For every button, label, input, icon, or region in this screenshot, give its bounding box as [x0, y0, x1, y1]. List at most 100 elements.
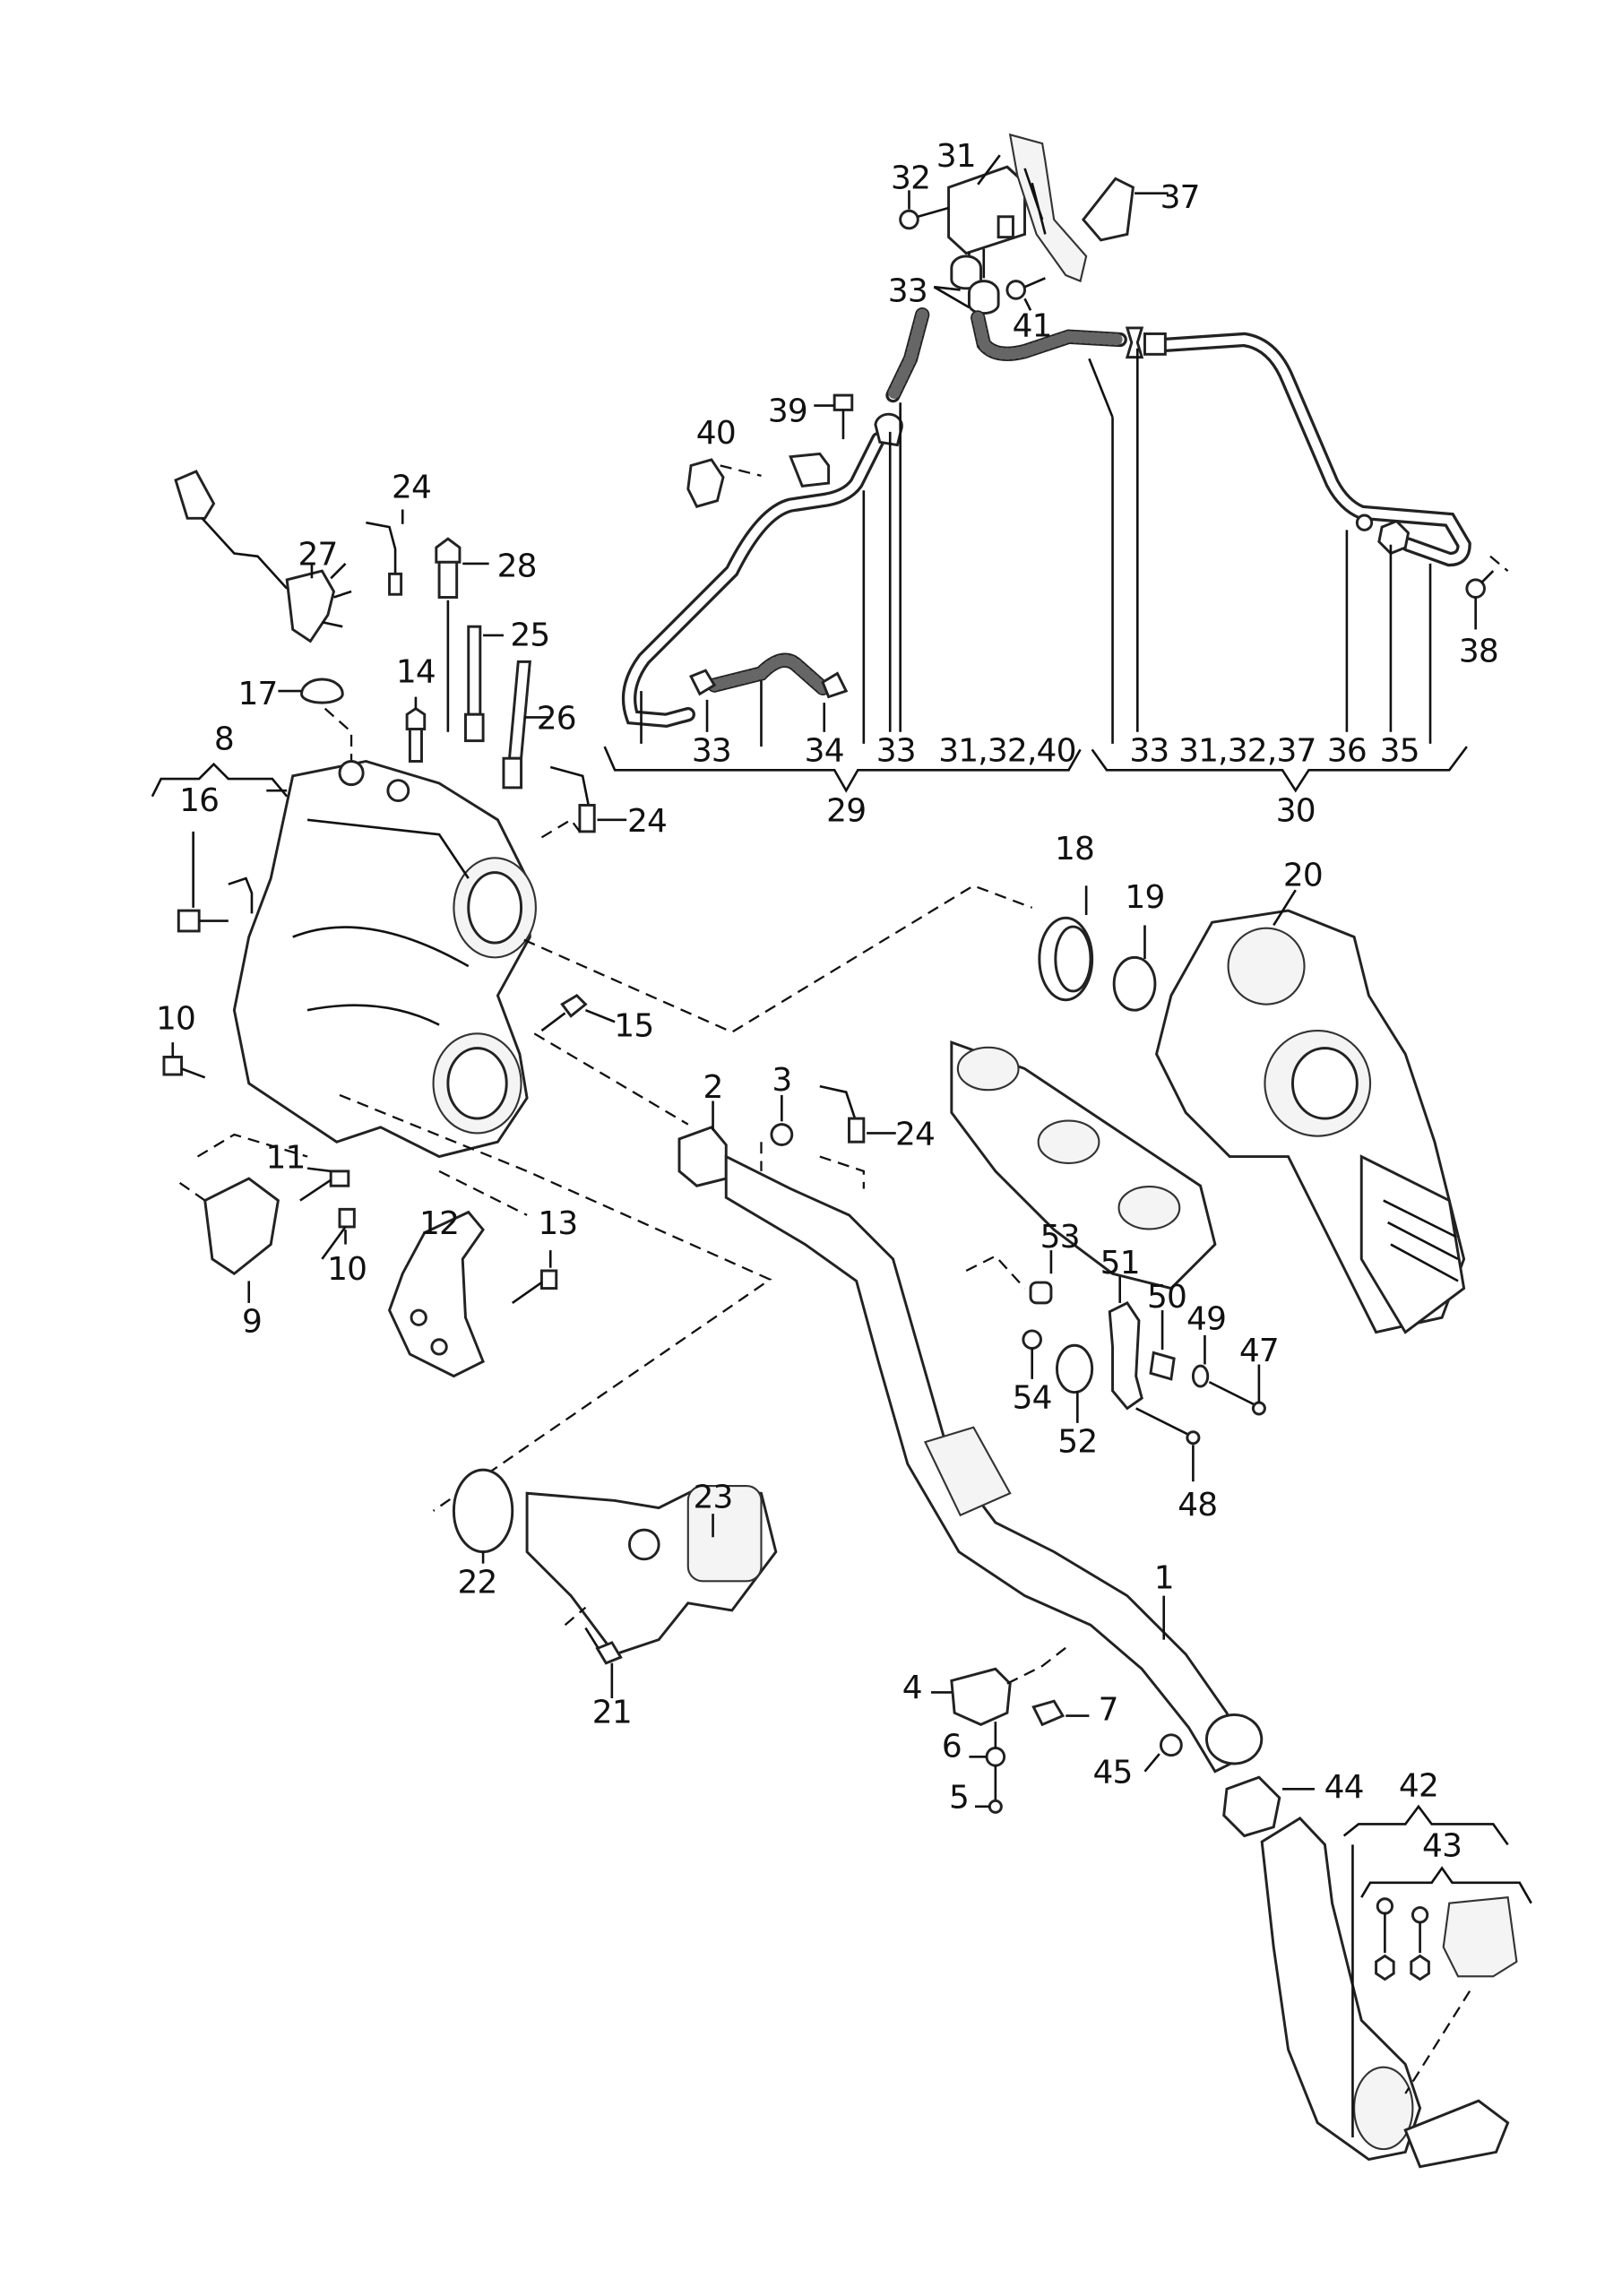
part-label-15: 15 [614, 1008, 653, 1045]
part-label-49: 49 [1186, 1300, 1226, 1337]
part-label-31: 31 [936, 138, 976, 175]
gasket-22 [452, 1468, 514, 1564]
part-label-52: 52 [1057, 1424, 1097, 1461]
dpf-housing-8 [232, 759, 537, 1159]
bolt-16 [177, 876, 254, 933]
part-label-21: 21 [592, 1695, 632, 1731]
nut-54 [1022, 1329, 1042, 1379]
leaders-29 [640, 402, 902, 747]
gasket-2 [677, 1101, 728, 1187]
bolt-5 [974, 1765, 1003, 1814]
gasket-18 [1038, 885, 1094, 1002]
part-label-25: 25 [510, 617, 549, 653]
part-label-36: 36 [1327, 732, 1367, 769]
ring-19 [1112, 925, 1157, 1012]
washer-6 [969, 1722, 1006, 1767]
washer-49 [1191, 1334, 1210, 1388]
bolt-15 [540, 993, 616, 1032]
leaders-30 [1088, 348, 1432, 744]
bushing-53 [1029, 1250, 1053, 1305]
part-label-33: 33 [888, 273, 927, 310]
heat-shield-9 [175, 1133, 308, 1303]
egr-cooler-23 [525, 1484, 778, 1656]
part-label-19: 19 [1125, 879, 1164, 916]
bolt-48 [1135, 1407, 1201, 1482]
nut-3 [760, 1094, 794, 1171]
bracket-40 [686, 452, 831, 508]
clip-7 [1031, 1699, 1090, 1727]
clamp-33-right [1125, 326, 1144, 359]
part-label-28: 28 [497, 548, 537, 585]
part-label-11: 11 [266, 1140, 306, 1177]
part-label-27: 27 [298, 537, 337, 574]
part-label-9: 9 [242, 1304, 262, 1341]
bracket-12 [387, 1210, 485, 1378]
clamp-33-hose [689, 669, 717, 696]
sensor-24-low [819, 1084, 896, 1189]
bolt-41 [1005, 277, 1046, 311]
dash-dpf-to-23 [339, 1093, 772, 1512]
group-bracket-30 [1091, 746, 1468, 793]
bracket-51 [1108, 1276, 1143, 1411]
part-label-2: 2 [703, 1069, 723, 1106]
part-label-33: 33 [1129, 732, 1169, 769]
part-label-8: 8 [214, 721, 234, 757]
sensor-25 [464, 625, 504, 743]
part-label-3: 3 [772, 1062, 791, 1099]
group-bracket-42 [1342, 1804, 1509, 1846]
part-label-24: 24 [392, 469, 431, 505]
clamp-17 [278, 678, 353, 762]
bolt-13 [438, 1170, 558, 1304]
part-label-51: 51 [1100, 1245, 1140, 1282]
part-label-20: 20 [1283, 857, 1323, 893]
part-label-50: 50 [1147, 1279, 1186, 1316]
part-label-42: 42 [1399, 1767, 1438, 1804]
part-label-10: 10 [327, 1251, 367, 1288]
part-label-45: 45 [1092, 1755, 1132, 1791]
turbocharger-20 [1154, 889, 1466, 1334]
part-label-33: 33 [692, 732, 731, 769]
group-bracket-8 [151, 762, 289, 798]
part-label-47: 47 [1239, 1333, 1279, 1369]
group-bracket-43 [1360, 1866, 1532, 1904]
nut-36 [1355, 514, 1374, 531]
part-label-44: 44 [1324, 1769, 1364, 1806]
bushing-52 [1055, 1343, 1094, 1423]
part-label-22: 22 [458, 1564, 497, 1601]
part-label-23: 23 [694, 1480, 733, 1516]
part-label-30: 30 [1276, 792, 1316, 829]
group-bracket-29 [603, 746, 1082, 793]
catalyst-42 [1260, 1817, 1510, 2169]
downpipe-1 [724, 1154, 1264, 1774]
part-label-18: 18 [1055, 831, 1094, 867]
pipe-30 [1149, 332, 1471, 567]
part-label-48: 48 [1178, 1487, 1217, 1523]
clamps-33-top [933, 255, 1000, 315]
part-label-4: 4 [902, 1670, 922, 1706]
part-label-1: 1 [1154, 1559, 1174, 1596]
part-label-17: 17 [237, 676, 277, 712]
part-label-38: 38 [1459, 633, 1498, 669]
nut-35 [1377, 519, 1411, 556]
part-label-24: 24 [895, 1116, 935, 1152]
pressure-sensor-31 [947, 154, 1026, 279]
bolt-47 [1208, 1364, 1266, 1416]
clamp-34 [821, 671, 849, 699]
part-label-43: 43 [1422, 1827, 1462, 1864]
part-label-6: 6 [942, 1728, 962, 1765]
bolt-39 [814, 393, 854, 440]
spring-50 [1149, 1310, 1176, 1381]
part-label-31-32-37: 31,32,37 [1178, 732, 1316, 769]
clip-37 [1081, 177, 1169, 242]
part-label-10: 10 [156, 1000, 195, 1037]
part-label-31-32-40: 31,32,40 [938, 732, 1075, 769]
bolt-32 [899, 190, 949, 230]
bracket-sensor [1008, 133, 1088, 283]
dash-4-to-pipe [1006, 1644, 1070, 1685]
gasket-44 [1222, 1775, 1315, 1838]
bolt-21 [564, 1606, 623, 1698]
part-label-13: 13 [538, 1205, 577, 1242]
